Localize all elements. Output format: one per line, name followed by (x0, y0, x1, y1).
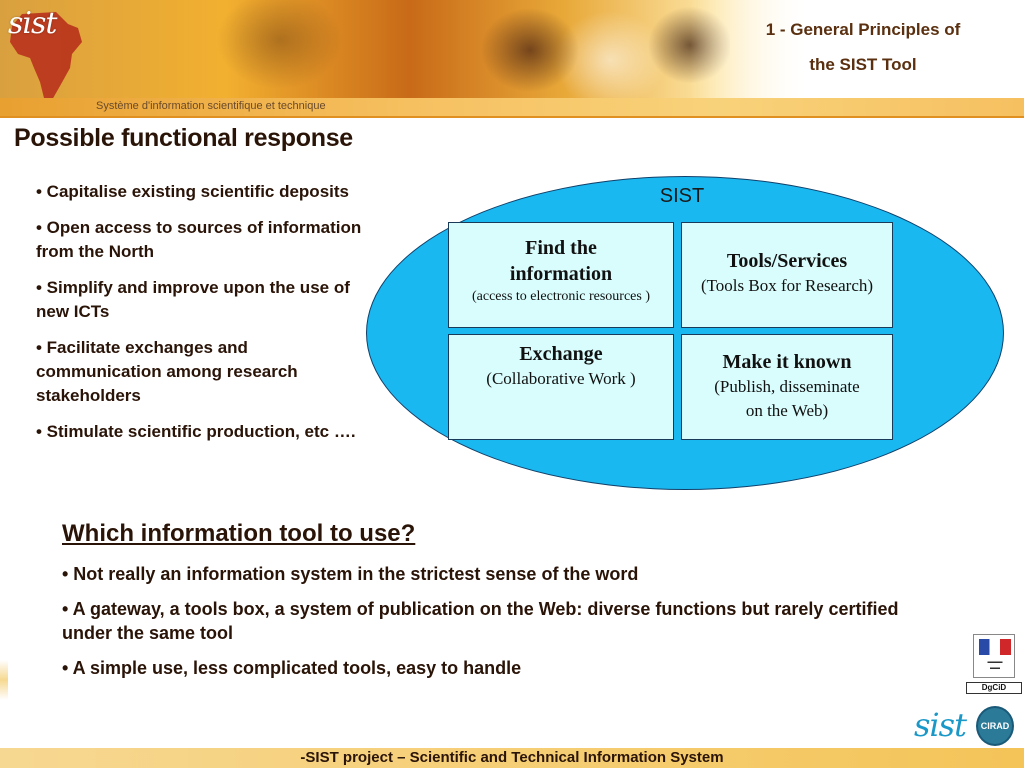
sist-logo: sist (8, 6, 57, 41)
box-exchange-subtitle: (Collaborative Work ) (486, 369, 636, 388)
slide-section-title: 1 - General Principles of the SIST Tool (712, 12, 1014, 82)
left-bullet: • Stimulate scientific production, etc …… (36, 422, 356, 441)
sist-ellipse-label: SIST (659, 185, 705, 207)
africa-map-icon (10, 12, 82, 100)
footer-bar: -SIST project – Scientific and Technical… (0, 748, 1024, 768)
section-title-line-1: 1 - General Principles of (765, 20, 961, 39)
box-tools-services: Tools/Services (Tools Box for Research) (681, 222, 893, 328)
left-bullet: • Simplify and improve upon the use of n… (36, 278, 350, 321)
box-make-subtitle-2: on the Web) (745, 401, 829, 420)
box-make-subtitle-1: (Publish, disseminate (714, 377, 860, 396)
lower-heading: Which information tool to use? (62, 520, 416, 547)
header-banner: sist Système d'information scientifique … (0, 0, 1024, 118)
left-bullet: • Facilitate exchanges and communication… (36, 338, 298, 405)
page-title: Possible functional response (14, 124, 353, 152)
banner-strip (0, 98, 1024, 118)
dgcid-logo: DgCiD (966, 682, 1022, 694)
box-make-it-known: Make it known (Publish, disseminate on t… (681, 334, 893, 440)
banner-photo (170, 0, 730, 100)
box-find-title-1: Find the (525, 237, 597, 259)
lower-bullet: • A simple use, less complicated tools, … (62, 658, 522, 678)
box-tools-subtitle: (Tools Box for Research) (700, 276, 874, 295)
banner-subtitle: Système d'information scientifique et te… (96, 100, 326, 112)
lower-bullet: • Not really an information system in th… (62, 564, 639, 584)
french-republic-logo: ▬▬▬▬▬ (973, 634, 1015, 678)
lower-bullet: • A gateway, a tools box, a system of pu… (62, 599, 899, 643)
box-find-title-2: information (509, 263, 613, 285)
box-tools-title: Tools/Services (726, 250, 848, 272)
left-bullet: • Capitalise existing scientific deposit… (36, 182, 349, 201)
footer-text: -SIST project – Scientific and Technical… (300, 749, 724, 766)
section-title-line-2: the SIST Tool (809, 55, 917, 74)
lower-section: Which information tool to use? • Not rea… (62, 520, 922, 691)
box-exchange-title: Exchange (519, 343, 603, 365)
box-exchange: Exchange (Collaborative Work ) (448, 334, 674, 440)
left-edge-decoration (0, 660, 8, 700)
left-bullet-list: • Capitalise existing scientific deposit… (36, 180, 376, 456)
left-bullet: • Open access to sources of information … (36, 218, 362, 261)
cirad-logo: CIRAD (976, 706, 1014, 746)
box-make-title: Make it known (722, 351, 852, 373)
box-find-information: Find the information (access to electron… (448, 222, 674, 328)
box-find-subtitle: (access to electronic resources ) (471, 289, 650, 304)
sist-logo-bottom: sist (914, 706, 967, 744)
french-flag-icon (979, 639, 1011, 655)
